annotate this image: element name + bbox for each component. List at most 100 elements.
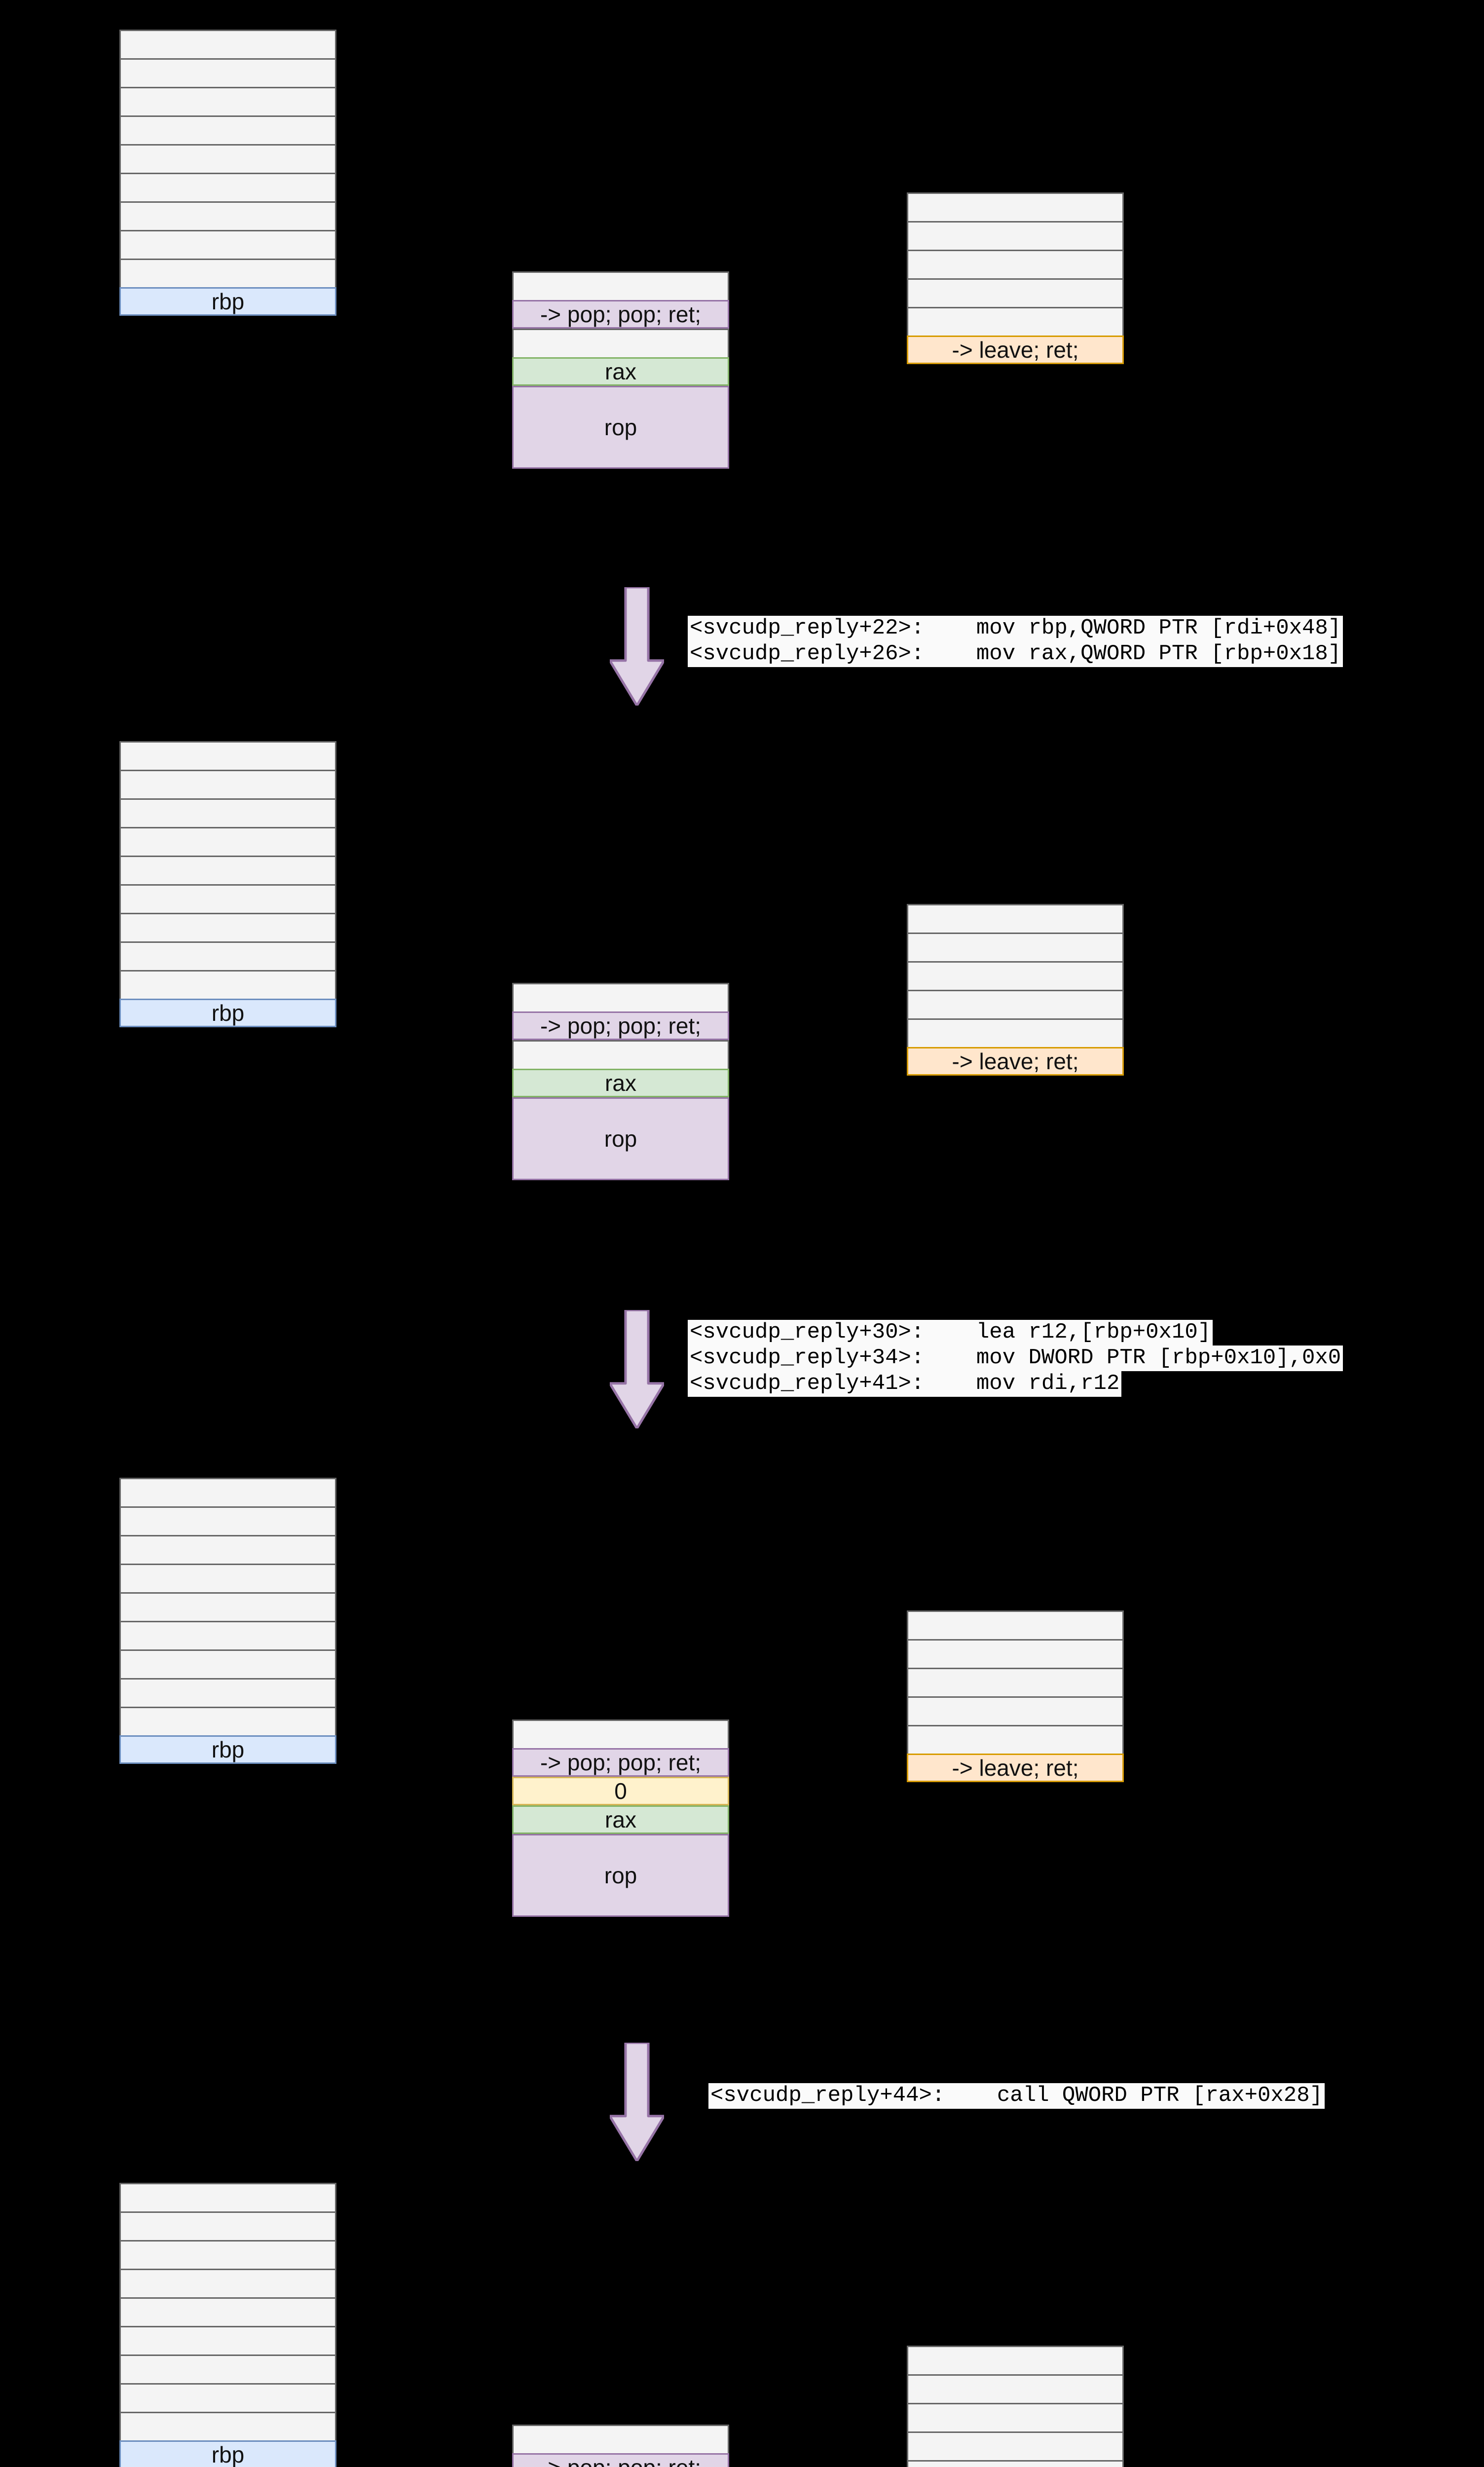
- disassembly-line: <svcudp_reply+44>: call QWORD PTR [rax+0…: [708, 2083, 1325, 2109]
- disassembly-line: <svcudp_reply+26>: mov rax,QWORD PTR [rb…: [688, 641, 1343, 667]
- stack-cell-empty: [119, 770, 336, 798]
- stack-cell-empty: [119, 1621, 336, 1649]
- stack-cell-empty: [907, 250, 1124, 278]
- stack-cell-empty: [119, 2183, 336, 2211]
- stack-cell-empty: [119, 884, 336, 913]
- stack-cell-empty: [119, 201, 336, 230]
- stack-cell-empty: [512, 1719, 729, 1748]
- stack-cell-rop: rop: [512, 1097, 729, 1180]
- stack-cell-empty: [907, 961, 1124, 990]
- stack-cell-empty: [907, 2431, 1124, 2460]
- stack-cell-empty: [907, 1696, 1124, 1725]
- leave-stack-3: -> leave; ret;: [907, 1610, 1124, 1782]
- stack-cell-empty: [119, 827, 336, 856]
- stack-cell-empty: [119, 2297, 336, 2326]
- stack-cell-empty: [119, 1592, 336, 1621]
- stack-cell-rbp: rbp: [119, 2440, 336, 2467]
- stack-cell-empty: [119, 1649, 336, 1678]
- disassembly-line: <svcudp_reply+22>: mov rbp,QWORD PTR [rd…: [688, 616, 1343, 641]
- stack-cell-empty: [907, 2403, 1124, 2431]
- stack-cell-empty: [907, 1018, 1124, 1047]
- rbp-stack-2: rbp: [119, 741, 336, 1027]
- stack-cell-empty: [512, 2425, 729, 2453]
- stack-cell-empty: [119, 2355, 336, 2383]
- stack-cell-empty: [119, 2412, 336, 2440]
- stack-cell-empty: [907, 278, 1124, 307]
- stack-cell-empty: [119, 144, 336, 173]
- stack-cell-empty: [512, 1040, 729, 1069]
- stack-cell-empty: [907, 2346, 1124, 2374]
- stack-cell-empty: [119, 1478, 336, 1506]
- leave-stack-1: -> leave; ret;: [907, 192, 1124, 364]
- stack-cell-empty: [119, 2269, 336, 2297]
- disassembly-line: <svcudp_reply+30>: lea r12,[rbp+0x10]: [688, 1320, 1213, 1346]
- stack-cell-rbp: rbp: [119, 1735, 336, 1764]
- stack-cell-empty: [119, 2326, 336, 2355]
- stack-cell-empty: [119, 798, 336, 827]
- stack-cell-rop: rop: [512, 1834, 729, 1917]
- disassembly-block-2: <svcudp_reply+30>: lea r12,[rbp+0x10]<sv…: [688, 1320, 1343, 1397]
- stack-cell-empty: [119, 1564, 336, 1592]
- stack-cell-leave-ret: -> leave; ret;: [907, 1047, 1124, 1076]
- disassembly-block-3: <svcudp_reply+44>: call QWORD PTR [rax+0…: [708, 2083, 1325, 2109]
- stack-cell-leave-ret: -> leave; ret;: [907, 1754, 1124, 1782]
- stack-cell-empty: [907, 1610, 1124, 1639]
- stack-cell-empty: [119, 970, 336, 999]
- leave-stack-2: -> leave; ret;: [907, 904, 1124, 1076]
- stack-cell-empty: [907, 1725, 1124, 1754]
- leave-stack-4: -> leave; ret;: [907, 2346, 1124, 2467]
- stack-cell-pop-pop-ret: -> pop; pop; ret;: [512, 2453, 729, 2467]
- disassembly-block-1: <svcudp_reply+22>: mov rbp,QWORD PTR [rd…: [688, 616, 1343, 667]
- stack-cell-empty: [512, 983, 729, 1011]
- stack-cell-rax: rax: [512, 357, 729, 386]
- stack-cell-empty: [512, 329, 729, 357]
- stack-cell-empty: [907, 221, 1124, 250]
- stack-cell-empty: [119, 741, 336, 770]
- rbp-stack-1: rbp: [119, 30, 336, 316]
- stack-cell-empty: [119, 30, 336, 58]
- stack-cell-empty: [119, 941, 336, 970]
- stack-cell-empty: [907, 307, 1124, 336]
- stack-cell-empty: [119, 2383, 336, 2412]
- stack-cell-rbp: rbp: [119, 287, 336, 316]
- stack-cell-empty: [907, 933, 1124, 961]
- stack-cell-empty: [907, 192, 1124, 221]
- down-arrow-3: [610, 2043, 664, 2161]
- stack-cell-empty: [119, 2211, 336, 2240]
- rbp-stack-4: rbp: [119, 2183, 336, 2467]
- stack-cell-empty: [907, 990, 1124, 1018]
- stack-cell-empty: [119, 2240, 336, 2269]
- disassembly-line: <svcudp_reply+41>: mov rdi,r12: [688, 1371, 1122, 1397]
- down-arrow-2: [610, 1310, 664, 1428]
- stack-cell-empty: [119, 1535, 336, 1564]
- stack-cell-empty: [907, 1668, 1124, 1696]
- stack-cell-empty: [119, 173, 336, 201]
- stack-cell-empty: [119, 115, 336, 144]
- stack-cell-empty: [119, 230, 336, 259]
- down-arrow-1: [610, 587, 664, 706]
- stack-cell-rbp: rbp: [119, 999, 336, 1027]
- stack-cell-empty: [907, 904, 1124, 933]
- stack-cell-rax: rax: [512, 1069, 729, 1097]
- stack-cell-empty: [907, 2374, 1124, 2403]
- stack-cell-empty: [907, 2460, 1124, 2467]
- stack-cell-empty: [119, 856, 336, 884]
- stack-cell-pop-pop-ret: -> pop; pop; ret;: [512, 1748, 729, 1777]
- stack-cell-empty: [119, 259, 336, 287]
- stack-cell-empty: [907, 1639, 1124, 1668]
- stack-cell-empty: [119, 87, 336, 115]
- disassembly-line: <svcudp_reply+34>: mov DWORD PTR [rbp+0x…: [688, 1345, 1343, 1371]
- stack-cell-zero: 0: [512, 1777, 729, 1805]
- stack-cell-leave-ret: -> leave; ret;: [907, 336, 1124, 364]
- stack-cell-rax: rax: [512, 1805, 729, 1834]
- stack-cell-empty: [119, 58, 336, 87]
- rbp-stack-3: rbp: [119, 1478, 336, 1764]
- stack-cell-empty: [119, 1707, 336, 1735]
- stack-cell-empty: [119, 913, 336, 941]
- stack-cell-rop: rop: [512, 386, 729, 469]
- stack-cell-empty: [512, 271, 729, 300]
- stack-cell-empty: [119, 1506, 336, 1535]
